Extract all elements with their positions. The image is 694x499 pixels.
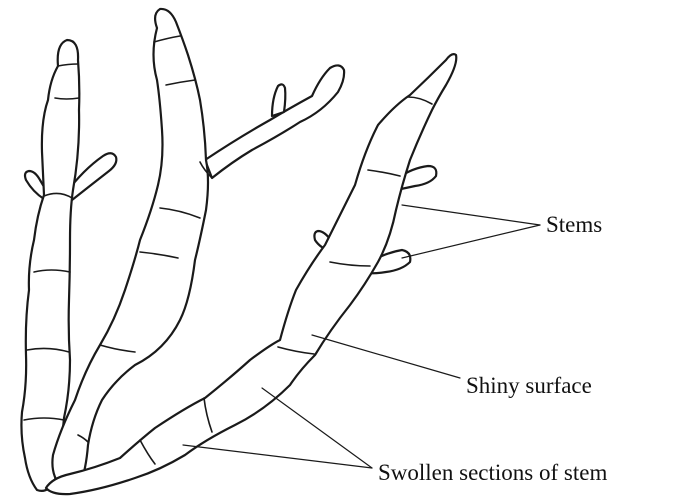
label-stems: Stems bbox=[546, 212, 602, 237]
leader-swollen-lower bbox=[183, 445, 372, 468]
middle-stem-branch bbox=[205, 65, 344, 178]
middle-stem-branch-bud bbox=[272, 84, 285, 116]
leader-stems-upper bbox=[402, 205, 540, 225]
label-swollen-sections: Swollen sections of stem bbox=[378, 460, 607, 485]
leader-swollen-upper bbox=[262, 388, 372, 468]
right-stem bbox=[46, 54, 456, 494]
leader-stems-lower bbox=[402, 225, 540, 258]
leader-shiny-surface bbox=[312, 335, 460, 378]
label-shiny-surface: Shiny surface bbox=[466, 373, 592, 398]
right-stem-outline bbox=[46, 54, 456, 494]
